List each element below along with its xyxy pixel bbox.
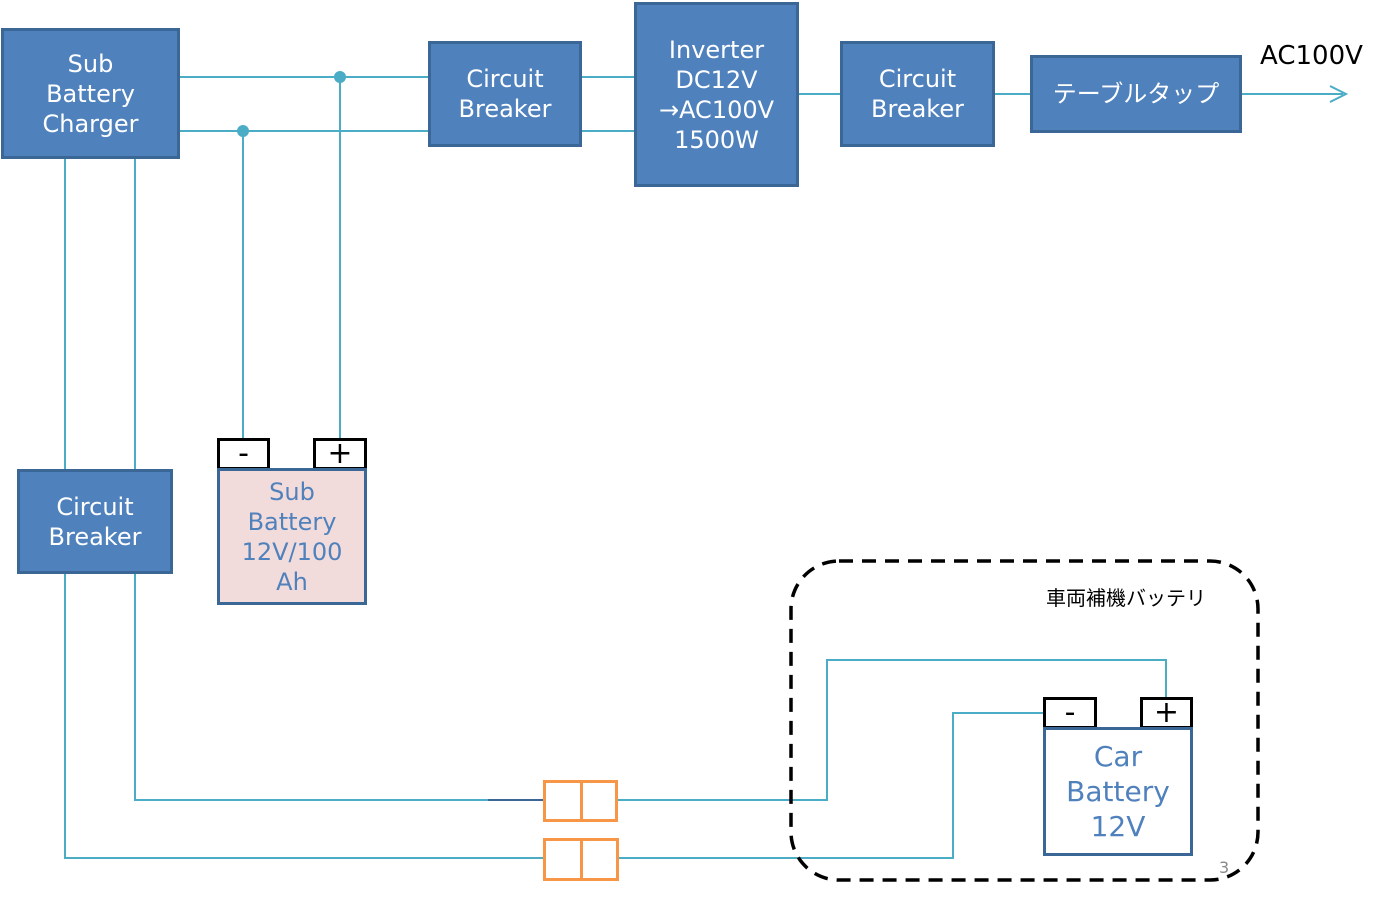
table-tap: テーブルタップ [1030,55,1242,133]
car-battery: Car Battery 12V [1043,727,1193,856]
wire-breaker-connector-upper [134,573,545,801]
sub-battery-charger-label: Sub Battery Charger [42,49,139,138]
car-battery-positive-terminal: + [1140,697,1193,729]
inverter-label: Inverter DC12V →AC100V 1500W [658,35,775,154]
wire-connector-car-negative [617,712,1045,859]
car-battery-negative-terminal: - [1043,697,1097,729]
vehicle-battery-group-label: 車両補機バッテリ [1046,586,1206,610]
circuit-breaker-top-right-label: Circuit Breaker [871,65,964,123]
circuit-breaker-top-left: Circuit Breaker [428,41,582,147]
sub-battery-label: Sub Battery 12V/100 Ah [241,477,343,596]
wire-connector-car-positive [617,659,1167,801]
circuit-breaker-left: Circuit Breaker [17,469,173,574]
connector-upper-left [543,780,583,822]
connector-lower-left [543,838,583,881]
connector-lower-right [580,838,619,881]
sub-battery-positive-sign: + [327,436,353,471]
junction-dot-positive [334,71,346,83]
sub-battery: Sub Battery 12V/100 Ah [217,468,367,605]
vehicle-battery-group-border [789,559,1260,882]
inverter: Inverter DC12V →AC100V 1500W [634,2,799,187]
circuit-breaker-top-right: Circuit Breaker [840,41,995,147]
junction-dot-negative [237,125,249,137]
car-battery-negative-sign: - [1064,695,1076,730]
car-battery-label: Car Battery 12V [1066,740,1170,843]
circuit-breaker-top-left-label: Circuit Breaker [458,65,552,123]
car-battery-positive-sign: + [1153,695,1180,730]
wire-breaker-connector-lower [64,573,545,859]
output-arrow-head [1329,85,1349,103]
circuit-breaker-left-label: Circuit Breaker [48,492,142,551]
table-tap-label: テーブルタップ [1052,80,1220,108]
sub-battery-positive-terminal: + [313,438,367,470]
output-voltage-label: AC100V [1260,41,1363,71]
sub-battery-charger: Sub Battery Charger [1,28,180,159]
page-number: 3 [1219,858,1230,877]
connector-upper-right [580,780,618,822]
sub-battery-negative-terminal: - [217,438,270,470]
sub-battery-negative-sign: - [238,436,249,471]
